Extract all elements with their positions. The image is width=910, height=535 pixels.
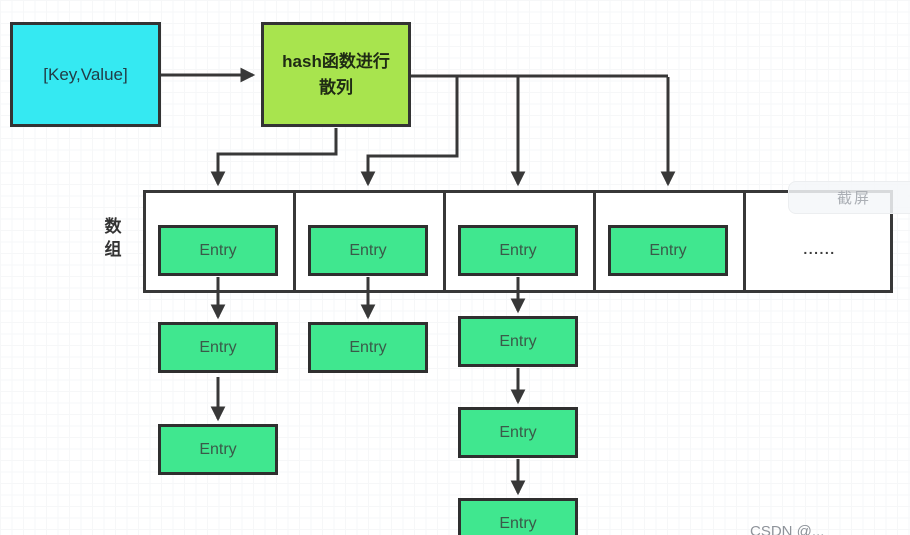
array-cell-divider [743, 193, 746, 290]
entry-label: Entry [499, 241, 537, 259]
entry-label: Entry [199, 241, 237, 259]
key-value-label: [Key,Value] [43, 64, 128, 84]
entry-label: Entry [199, 440, 237, 458]
csdn-watermark: CSDN @... [750, 523, 825, 535]
chain-entry-node: Entry [458, 316, 578, 367]
entry-label: Entry [649, 241, 687, 259]
entry-label: Entry [499, 514, 537, 532]
arrow-hash-to-cell1 [210, 128, 338, 187]
chain-entry-node: Entry [158, 424, 278, 475]
screenshot-tool-chip[interactable]: 截屏 [788, 181, 910, 214]
hash-function-node: hash函数进行散列 [261, 22, 411, 127]
hash-function-label: hash函数进行散列 [282, 52, 390, 97]
chain-entry-node: Entry [458, 498, 578, 535]
screenshot-tool-label: 截屏 [836, 190, 871, 207]
chain-entry-node: Entry [308, 322, 428, 373]
array-cell-divider [293, 193, 296, 290]
array-cell-divider [443, 193, 446, 290]
entry-label: Entry [499, 423, 537, 441]
key-value-node: [Key,Value] [10, 22, 161, 127]
array-entry-node: Entry [608, 225, 728, 276]
entry-label: Entry [199, 338, 237, 356]
array-label: 数组 [104, 217, 122, 259]
array-entry-node: Entry [158, 225, 278, 276]
entry-label: Entry [349, 241, 387, 259]
array-cell-divider [593, 193, 596, 290]
chain-entry-node: Entry [458, 407, 578, 458]
entry-label: Entry [499, 332, 537, 350]
array-ellipsis-cell: ...... [803, 241, 836, 257]
array-entry-node: Entry [308, 225, 428, 276]
chain-entry-node: Entry [158, 322, 278, 373]
array-entry-node: Entry [458, 225, 578, 276]
entry-label: Entry [349, 338, 387, 356]
